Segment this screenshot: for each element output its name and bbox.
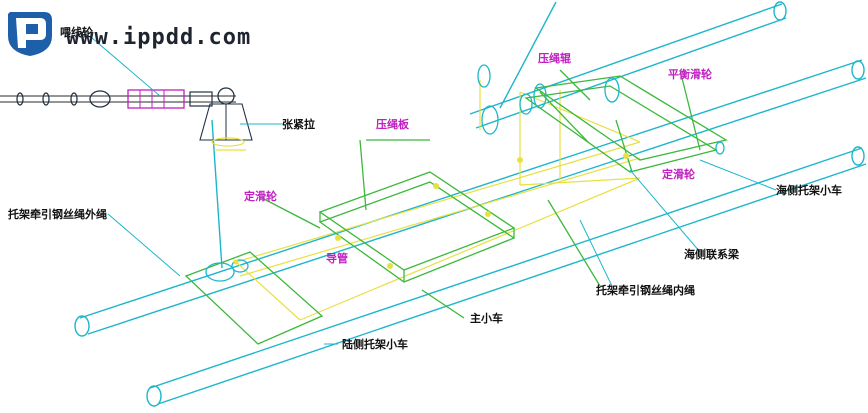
label-main-trolley: 主小车 bbox=[470, 311, 503, 325]
label-rope-outer: 托架牵引钢丝绳外绳 bbox=[8, 207, 107, 221]
label-feed-pulley: 喂线轮 bbox=[60, 25, 93, 39]
label-sea-side-trolley: 海侧托架小车 bbox=[776, 183, 842, 197]
label-guide: 导管 bbox=[326, 251, 348, 265]
watermark-site-text: www.ippdd.com bbox=[66, 25, 252, 50]
label-fixed-pulley-right: 定滑轮 bbox=[662, 167, 695, 181]
label-rope-inner: 托架牵引钢丝绳内绳 bbox=[596, 283, 695, 297]
girders bbox=[74, 1, 867, 407]
watermark: www.ippdd.com bbox=[4, 6, 334, 58]
label-pressure-plate: 压绳板 bbox=[376, 117, 410, 131]
pulleys bbox=[205, 64, 725, 282]
label-land-side-trolley: 陆侧托架小车 bbox=[342, 337, 408, 351]
left-rope-assembly bbox=[0, 37, 777, 345]
label-tensioner: 张紧拉 bbox=[282, 117, 315, 131]
trolley-frames bbox=[184, 69, 728, 345]
label-fixed-pulley-left: 定滑轮 bbox=[244, 189, 277, 203]
ippdd-logo-icon bbox=[8, 12, 52, 56]
label-sea-side-beam: 海侧联系梁 bbox=[684, 247, 740, 261]
label-balance-pulley: 平衡滑轮 bbox=[668, 67, 712, 81]
labels: 喂线轮 压绳辊 平衡滑轮 张紧拉 压绳板 定滑轮 定滑轮 海侧托架小车 托架牵引… bbox=[8, 25, 842, 351]
joint-dots bbox=[233, 153, 629, 269]
label-pressure-roller: 压绳辊 bbox=[538, 51, 571, 65]
